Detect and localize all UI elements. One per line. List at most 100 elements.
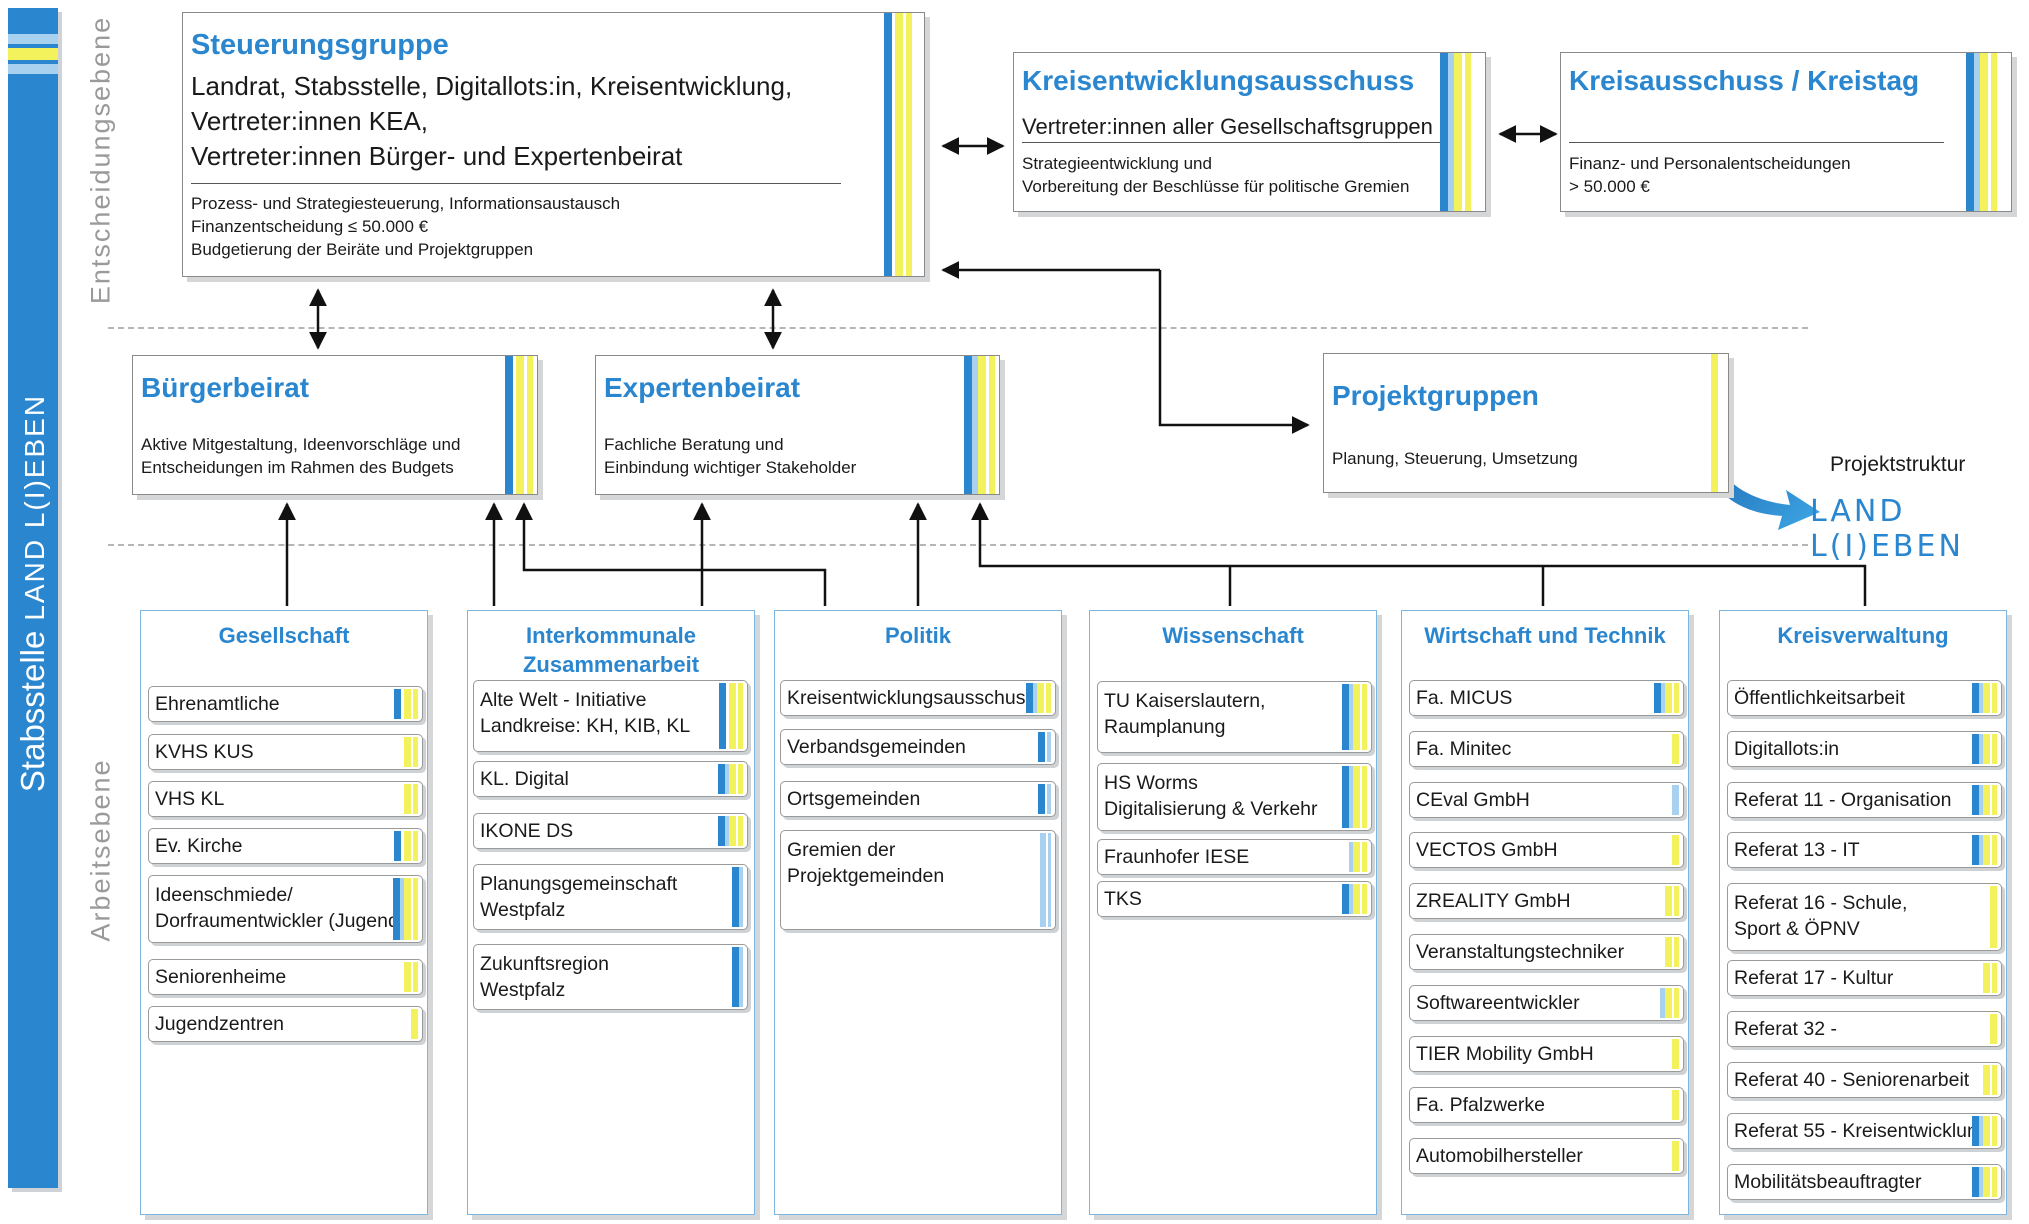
category-color-bars	[719, 683, 743, 749]
list-item-label: KVHS KUS	[155, 741, 254, 763]
list-item: TU Kaiserslautern, Raumplanung	[1097, 681, 1372, 753]
category-color-bars	[411, 1009, 418, 1039]
list-item-label: Softwareentwickler	[1416, 992, 1580, 1014]
category-color-bars	[1972, 835, 1997, 865]
list-item-label: Mobilitätsbeauftragter	[1734, 1171, 1922, 1193]
category-color-bars	[404, 737, 418, 767]
list-item: Seniorenheime	[148, 959, 423, 995]
category-color-bars	[1038, 784, 1051, 814]
list-item-label: Referat 55 - Kreisentwicklung	[1734, 1120, 1989, 1142]
list-item: Gremien der Projektgemeinden	[780, 830, 1056, 930]
list-item: Referat 16 - Schule, Sport & ÖPNV	[1727, 883, 2002, 951]
category-color-bars	[1972, 1116, 1997, 1146]
steuerungsgruppe-title: Steuerungsgruppe	[191, 29, 449, 61]
list-item-label: Digitallots:in	[1734, 738, 1840, 760]
list-item: Ortsgemeinden	[780, 781, 1056, 817]
list-item: Referat 13 - IT	[1727, 832, 2002, 868]
steuerungsgruppe-box: Steuerungsgruppe Landrat, Stabsstelle, D…	[182, 12, 925, 277]
list-item-label: Planungsgemeinschaft Westpfalz	[480, 873, 678, 921]
list-item-label: TKS	[1104, 888, 1142, 910]
kreisausschuss-box: Kreisausschuss / Kreistag Finanz- und Pe…	[1560, 52, 2012, 212]
stabsstelle-sidebar: StabsstelleLAND L(I)EBEN	[8, 8, 58, 1188]
list-item-label: Verbandsgemeinden	[787, 736, 966, 758]
list-item-label: Öffentlichkeitsarbeit	[1734, 687, 1905, 709]
list-item-label: Referat 17 - Kultur	[1734, 967, 1894, 989]
list-item-label: ZREALITY GmbH	[1416, 890, 1571, 912]
list-item: Öffentlichkeitsarbeit	[1727, 680, 2002, 716]
category-color-bars	[1342, 766, 1367, 828]
list-item: VECTOS GmbH	[1409, 832, 1684, 868]
list-item: Referat 55 - Kreisentwicklung	[1727, 1113, 2002, 1149]
list-item-label: Kreisentwicklungsausschuss	[787, 687, 1036, 709]
category-color-bars	[1342, 884, 1367, 914]
land-lieben-logo: LAND L(I)EBEN	[1810, 494, 1964, 564]
category-color-bars	[718, 764, 743, 794]
list-item-label: Gremien der Projektgemeinden	[787, 839, 945, 887]
list-item: Veranstaltungstechniker	[1409, 934, 1684, 970]
list-item: Referat 32 - Gesundheitswesen	[1727, 1011, 2002, 1047]
kreisentwicklungsausschuss-members: Vertreter:innen aller Gesellschaftsgrupp…	[1022, 114, 1433, 139]
list-item: Fa. Pfalzwerke	[1409, 1087, 1684, 1123]
list-item-label: Jugendzentren	[155, 1013, 285, 1035]
list-item: Mobilitätsbeauftragter	[1727, 1164, 2002, 1200]
category-color-bars	[1665, 886, 1679, 916]
list-item-label: Zukunftsregion Westpfalz	[480, 953, 609, 1001]
kreisausschuss-title: Kreisausschuss / Kreistag	[1569, 65, 1920, 96]
kreisentwicklungsausschuss-title: Kreisentwicklungsausschuss	[1022, 65, 1415, 96]
category-color-bars	[394, 831, 418, 861]
category-color-bars	[1983, 1065, 1997, 1095]
list-item: Kreisentwicklungsausschuss	[780, 680, 1056, 716]
list-item-label: KL. Digital	[480, 768, 569, 790]
list-item: CEval GmbH	[1409, 782, 1684, 818]
projektgruppen-text: Planung, Steuerung, Umsetzung	[1332, 449, 1578, 468]
kreisausschuss-tasks: Finanz- und Personalentscheidungen > 50.…	[1569, 154, 1851, 196]
projektstruktur-label: Projektstruktur	[1830, 453, 1966, 476]
list-item-label: Fa. MICUS	[1416, 687, 1513, 709]
projektgruppen-title: Projektgruppen	[1332, 380, 1539, 411]
steuerungsgruppe-tasks: Prozess- und Strategiesteuerung, Informa…	[191, 194, 621, 259]
category-color-bars	[1672, 785, 1679, 815]
list-item: Referat 17 - Kultur	[1727, 960, 2002, 996]
list-item-label: VECTOS GmbH	[1416, 839, 1558, 861]
column-title: Wissenschaft	[1162, 623, 1304, 648]
list-item-label: Ev. Kirche	[155, 835, 243, 857]
list-item: Referat 11 - Organisation	[1727, 782, 2002, 818]
list-item: Zukunftsregion Westpfalz	[473, 944, 748, 1010]
list-item-label: Referat 13 - IT	[1734, 839, 1860, 861]
column-title: Politik	[884, 623, 951, 648]
list-item: Digitallots:in	[1727, 731, 2002, 767]
category-color-bars	[404, 784, 418, 814]
category-color-bars	[964, 356, 995, 494]
category-color-bars	[393, 878, 418, 940]
list-item: Planungsgemeinschaft Westpfalz	[473, 864, 748, 930]
category-color-bars	[1972, 734, 1997, 764]
kreisentwicklungsausschuss-tasks: Strategieentwicklung und Vorbereitung de…	[1022, 154, 1410, 196]
category-color-bars	[505, 356, 533, 494]
list-item-label: Fa. Pfalzwerke	[1416, 1094, 1545, 1116]
separator-line	[1022, 142, 1462, 143]
sidebar-color-band	[8, 34, 58, 44]
list-item-label: Referat 40 - Seniorenarbeit	[1734, 1069, 1970, 1091]
level-divider	[108, 544, 1808, 546]
column-title: Interkommunale Zusammenarbeit	[522, 623, 700, 677]
list-item-label: Ortsgemeinden	[787, 788, 921, 810]
category-color-bars	[1672, 1141, 1679, 1171]
projektgruppen-box: Projektgruppen Planung, Steuerung, Umset…	[1323, 353, 1729, 493]
list-item-label: Fraunhofer IESE	[1104, 846, 1250, 868]
list-item: Fa. MICUS	[1409, 680, 1684, 716]
category-color-bars	[1342, 684, 1367, 750]
category-color-bars	[394, 689, 418, 719]
sidebar-color-band	[8, 64, 58, 74]
column-title: Gesellschaft	[218, 623, 350, 648]
list-item: Softwareentwickler	[1409, 985, 1684, 1021]
level-divider	[108, 327, 1808, 329]
category-color-bars	[884, 13, 912, 276]
list-item-label: CEval GmbH	[1416, 789, 1530, 811]
list-item: Referat 40 - Seniorenarbeit	[1727, 1062, 2002, 1098]
kreisentwicklungsausschuss-box: Kreisentwicklungsausschuss Vertreter:inn…	[1013, 52, 1486, 212]
category-color-bars	[1040, 833, 1051, 927]
category-color-bars	[1972, 1167, 1997, 1197]
list-item-label: VHS KL	[155, 788, 225, 810]
list-item-label: Seniorenheime	[155, 966, 287, 988]
list-item-label: TU Kaiserslautern, Raumplanung	[1104, 690, 1266, 738]
